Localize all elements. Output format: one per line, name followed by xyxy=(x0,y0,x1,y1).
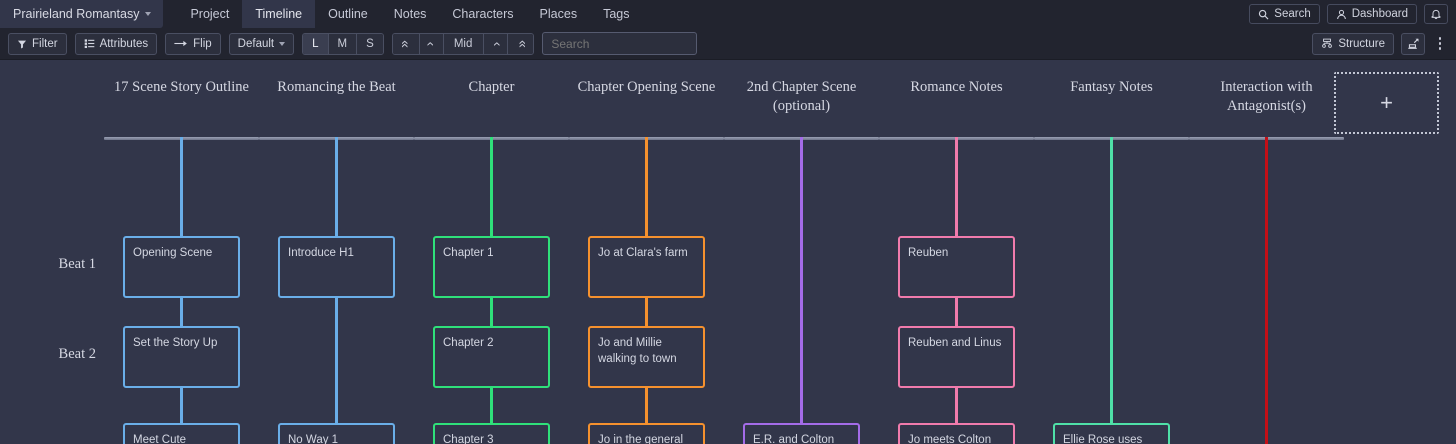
filter-icon xyxy=(17,40,27,48)
zoom-option-chevron-up-icon[interactable]: ‹ xyxy=(419,33,444,54)
timeline-card[interactable]: Opening Scene xyxy=(123,236,240,298)
project-name: Prairieland Romantasy xyxy=(13,7,140,21)
tab-tags[interactable]: Tags xyxy=(603,7,630,21)
list-icon xyxy=(84,39,94,49)
column-spine xyxy=(1110,137,1113,444)
tab-characters[interactable]: Characters xyxy=(452,7,514,21)
column-header[interactable]: Chapter Opening Scene xyxy=(577,79,716,95)
timeline-column: 17 Scene Story Outline xyxy=(104,60,259,444)
timeline-column: Chapter xyxy=(414,60,569,444)
card-size-option-l[interactable]: L xyxy=(303,33,329,54)
zoom-option-chevrons-up-icon[interactable]: « xyxy=(392,33,420,54)
add-column-button[interactable]: + xyxy=(1334,72,1439,134)
timeline-column: Chapter Opening Scene xyxy=(569,60,724,444)
timeline-card[interactable]: Chapter 1 xyxy=(433,236,550,298)
attributes-button[interactable]: Attributes xyxy=(74,32,158,55)
column-spine xyxy=(800,137,803,444)
column-header[interactable]: Chapter xyxy=(468,79,515,95)
timeline-card[interactable]: Set the Story Up xyxy=(123,326,240,388)
tab-project[interactable]: Project xyxy=(190,7,230,21)
column-header[interactable]: Interaction with Antagonist(s) xyxy=(1220,79,1313,114)
search-icon xyxy=(1259,9,1269,19)
toolbar-right-actions: Structure xyxy=(1312,32,1448,55)
dot xyxy=(1438,42,1442,45)
dashboard-button[interactable]: Dashboard xyxy=(1326,4,1417,24)
search-input[interactable] xyxy=(542,32,698,55)
timeline-column: 2nd Chapter Scene (optional) xyxy=(724,60,879,444)
timeline-card[interactable]: Meet Cute xyxy=(123,423,240,444)
timeline-card[interactable]: Jo at Clara's farm xyxy=(588,236,705,298)
flip-button[interactable]: Flip xyxy=(165,32,221,55)
filter-label: Filter xyxy=(32,37,58,50)
bell-icon xyxy=(1431,9,1441,20)
timeline-column: Interaction with Antagonist(s) xyxy=(1189,60,1344,444)
dashboard-button-label: Dashboard xyxy=(1351,8,1408,20)
timeline-card[interactable]: Reuben xyxy=(898,236,1015,298)
card-size-option-s[interactable]: S xyxy=(357,33,383,54)
export-icon xyxy=(1407,38,1418,49)
timeline-column: Romancing the Beat xyxy=(259,60,414,444)
chevron-down-icon xyxy=(145,12,152,16)
column-header[interactable]: Fantasy Notes xyxy=(1070,79,1153,95)
arrow-right-icon xyxy=(174,40,187,47)
column-header[interactable]: Romance Notes xyxy=(910,79,1003,95)
card-size-option-m[interactable]: M xyxy=(328,33,358,54)
timeline-card[interactable]: No Way 1 xyxy=(278,423,395,444)
notifications-button[interactable] xyxy=(1424,4,1448,24)
search-button-label: Search xyxy=(1274,8,1311,20)
user-icon xyxy=(1336,9,1346,19)
attributes-label: Attributes xyxy=(99,37,149,50)
timeline-card[interactable]: Jo in the general store xyxy=(588,423,705,444)
top-navigation-bar: Prairieland Romantasy Project Timeline Out… xyxy=(0,0,1456,28)
row-label-beat-1: Beat 1 xyxy=(58,256,96,272)
zoom-segmented-control: «‹Mid›» xyxy=(391,32,535,55)
timeline-card[interactable]: Ellie Rose uses magic xyxy=(1053,423,1170,444)
view-preset-dropdown[interactable]: Default xyxy=(228,32,295,55)
top-bar-actions: Search Dashboard xyxy=(1249,0,1456,28)
tab-timeline[interactable]: Timeline xyxy=(242,0,316,28)
project-selector[interactable]: Prairieland Romantasy xyxy=(0,0,164,28)
column-header[interactable]: 2nd Chapter Scene (optional) xyxy=(746,79,857,114)
timeline-card[interactable]: E.R. and Colton give Jo a ride home xyxy=(743,423,860,444)
tab-places[interactable]: Places xyxy=(539,7,578,21)
row-label-beat-2: Beat 2 xyxy=(58,346,96,362)
tab-notes[interactable]: Notes xyxy=(393,7,427,21)
zoom-option-chevron-down-icon[interactable]: › xyxy=(483,33,508,54)
column-header[interactable]: Romancing the Beat xyxy=(277,79,396,95)
search-button[interactable]: Search xyxy=(1249,4,1320,24)
tab-outline[interactable]: Outline xyxy=(328,7,368,21)
more-options-button[interactable] xyxy=(1432,33,1448,55)
timeline-column: Fantasy Notes xyxy=(1034,60,1189,444)
filter-button[interactable]: Filter xyxy=(8,32,67,55)
dot xyxy=(1438,47,1442,50)
timeline-card[interactable]: Reuben and Linus xyxy=(898,326,1015,388)
column-spine xyxy=(1265,137,1268,444)
structure-icon xyxy=(1322,38,1333,48)
chevron-down-icon xyxy=(279,41,286,46)
structure-label: Structure xyxy=(1338,37,1385,50)
timeline-card[interactable]: Chapter 3 xyxy=(433,423,550,444)
timeline-column: Romance Notes xyxy=(879,60,1034,444)
dot xyxy=(1438,37,1442,40)
timeline-card[interactable]: Chapter 2 xyxy=(433,326,550,388)
timeline-card[interactable]: Introduce H1 xyxy=(278,236,395,298)
main-tabs: Project Timeline Outline Notes Characters Pla… xyxy=(177,0,642,28)
export-button[interactable] xyxy=(1401,32,1425,55)
structure-button[interactable]: Structure xyxy=(1312,32,1394,55)
zoom-option-mid[interactable]: Mid xyxy=(443,33,484,54)
view-preset-label: Default xyxy=(237,37,275,50)
column-header[interactable]: 17 Scene Story Outline xyxy=(114,79,249,95)
flip-label: Flip xyxy=(193,37,212,50)
zoom-option-chevrons-down-icon[interactable]: » xyxy=(507,33,534,54)
timeline-card[interactable]: Jo meets Colton xyxy=(898,423,1015,444)
timeline-card[interactable]: Jo and Millie walking to town xyxy=(588,326,705,388)
